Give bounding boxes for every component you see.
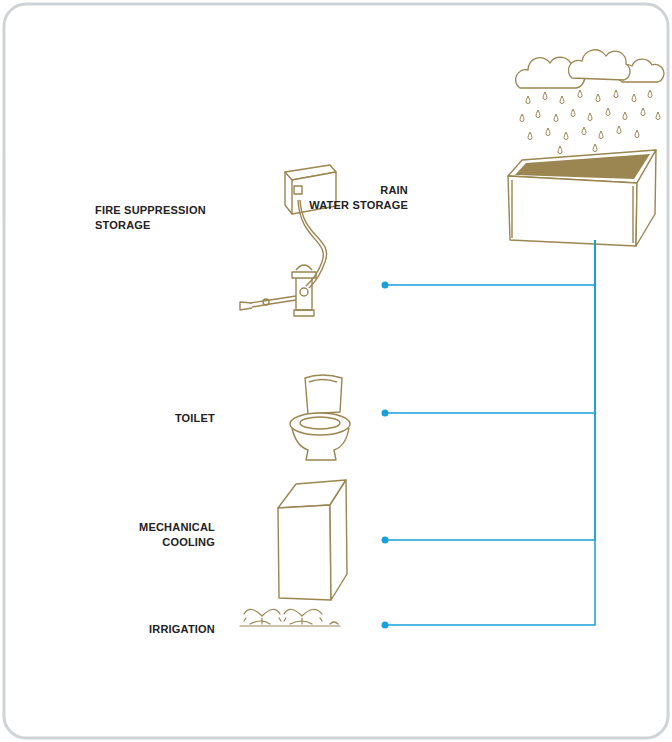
node-label: RAIN WATER STORAGE bbox=[308, 183, 408, 213]
cooling-unit-sketch bbox=[278, 480, 347, 600]
connector-end-dot bbox=[382, 282, 389, 289]
water-pipe-connector bbox=[385, 240, 595, 625]
water-pipe-connector bbox=[385, 240, 595, 413]
sprinkler-sketch bbox=[240, 609, 340, 626]
illustrated-node: MECHANICAL COOLING bbox=[90, 475, 385, 605]
toilet-sketch bbox=[290, 375, 350, 460]
illustrated-node: IRRIGATION bbox=[90, 606, 385, 636]
node-label: FIRE SUPPRESSION STORAGE bbox=[95, 203, 225, 233]
cloud-sketch bbox=[516, 50, 664, 88]
frame-border bbox=[4, 4, 668, 738]
rain-drops bbox=[520, 90, 660, 154]
connector-end-dot bbox=[382, 622, 389, 629]
connector-end-dot bbox=[382, 537, 389, 544]
illustrated-node: TOILET bbox=[90, 365, 385, 465]
node-label: IRRIGATION bbox=[90, 622, 215, 637]
tank-sketch bbox=[508, 150, 656, 246]
water-pipe-connector bbox=[385, 240, 595, 540]
node-label: TOILET bbox=[90, 411, 215, 426]
illustrated-node: FIRE SUPPRESSION STORAGE bbox=[90, 160, 385, 330]
node-label: MECHANICAL COOLING bbox=[90, 520, 215, 550]
connector-end-dot bbox=[382, 410, 389, 417]
illustrated-node: RAIN WATER STORAGE bbox=[300, 120, 665, 240]
fire-tank-hydrant-sketch bbox=[240, 165, 336, 316]
water-pipe-connector bbox=[385, 240, 595, 285]
